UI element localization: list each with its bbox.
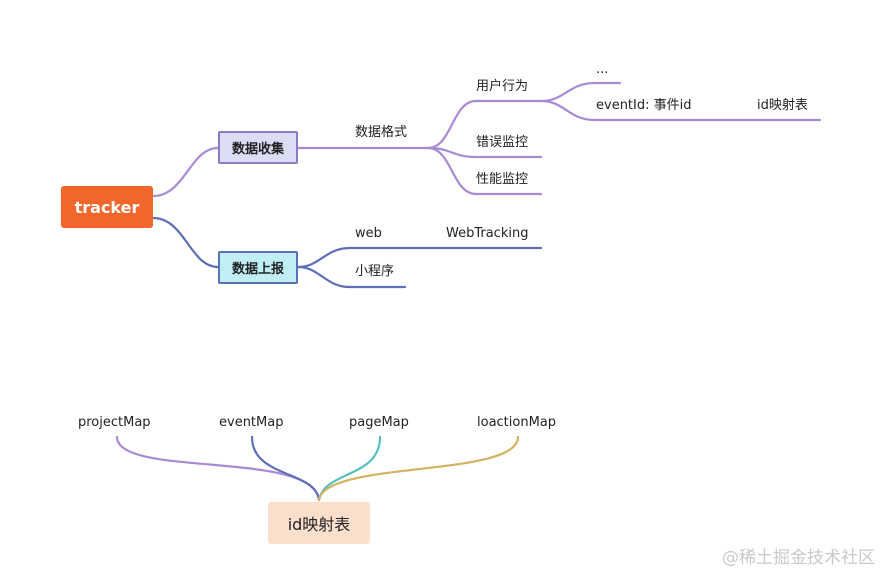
- label-error-monitor[interactable]: 错误监控: [476, 135, 529, 150]
- label-projectmap[interactable]: projectMap: [78, 415, 151, 430]
- connector-pagemap: [317, 435, 382, 502]
- label-mini-program[interactable]: 小程序: [355, 264, 395, 279]
- node-data-report[interactable]: 数据上报: [218, 251, 298, 284]
- label-pagemap[interactable]: pageMap: [349, 415, 409, 430]
- label-ellipsis[interactable]: ...: [596, 62, 609, 77]
- connector-format-perf: [426, 146, 543, 196]
- connector-eventmap: [250, 435, 321, 502]
- root-node-tracker[interactable]: tracker: [61, 186, 153, 228]
- connector-user-ellipsis: [539, 81, 622, 103]
- connector-root-report: [151, 216, 220, 269]
- connector-projectmap: [115, 435, 321, 502]
- watermark-text: @稀土掘金技术社区: [722, 548, 875, 568]
- label-eventmap[interactable]: eventMap: [219, 415, 284, 430]
- connector-user-eventid: [539, 99, 822, 122]
- label-loactionmap[interactable]: loactionMap: [477, 415, 557, 430]
- node-id-map[interactable]: id映射表: [268, 502, 370, 544]
- connector-format-user: [426, 99, 543, 150]
- label-user-behavior[interactable]: 用户行为: [476, 79, 529, 94]
- node-data-collect[interactable]: 数据收集: [218, 131, 298, 164]
- label-id-map-ref[interactable]: id映射表: [757, 98, 808, 113]
- label-perf-monitor[interactable]: 性能监控: [476, 172, 529, 187]
- label-event-id[interactable]: eventId: 事件id: [596, 98, 692, 113]
- connector-report-mini: [296, 265, 407, 289]
- label-web[interactable]: web: [355, 226, 382, 241]
- connector-root-collect: [151, 146, 220, 198]
- label-webtracking[interactable]: WebTracking: [446, 226, 529, 241]
- connector-loactionmap: [317, 435, 520, 502]
- label-data-format[interactable]: 数据格式: [355, 125, 408, 140]
- connector-report-web: [296, 246, 543, 269]
